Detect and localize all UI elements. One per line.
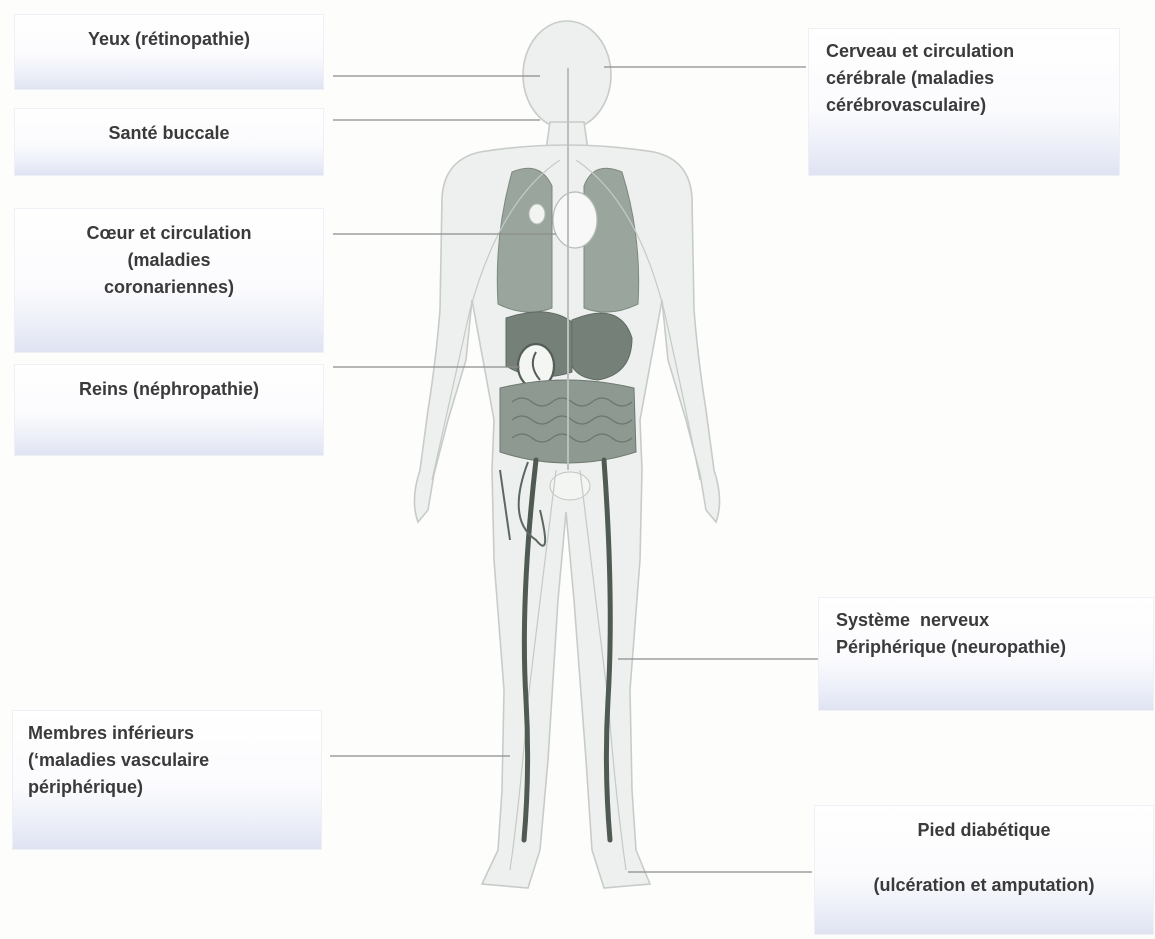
label-coeur-line1: Cœur et circulation	[14, 220, 324, 247]
label-cerveau: Cerveau et circulation cérébrale (maladi…	[808, 28, 1120, 176]
label-sante-buccale: Santé buccale	[14, 108, 324, 176]
label-reins-line1: Reins (néphropathie)	[14, 376, 324, 403]
label-cerveau-line3: cérébrovasculaire)	[826, 92, 1120, 119]
label-pied-line2: (ulcération et amputation)	[814, 872, 1154, 899]
label-cerveau-line2: cérébrale (maladies	[826, 65, 1120, 92]
label-systeme-nerveux: Système nerveux Périphérique (neuropathi…	[818, 597, 1154, 711]
label-coeur-line3: coronariennes)	[14, 274, 324, 301]
label-coeur: Cœur et circulation (maladies coronarien…	[14, 208, 324, 353]
label-coeur-line2: (maladies	[14, 247, 324, 274]
label-reins: Reins (néphropathie)	[14, 364, 324, 456]
bladder	[550, 472, 590, 500]
label-sante-buccale-line1: Santé buccale	[14, 120, 324, 147]
label-pied-line1: Pied diabétique	[814, 817, 1154, 844]
label-membres-line1: Membres inférieurs	[28, 720, 322, 747]
label-cerveau-line1: Cerveau et circulation	[826, 38, 1120, 65]
label-pied-diabetique: Pied diabétique (ulcération et amputatio…	[814, 805, 1154, 935]
label-membres-line3: périphérique)	[28, 774, 322, 801]
label-yeux-line1: Yeux (rétinopathie)	[14, 26, 324, 53]
label-membres-inferieurs: Membres inférieurs (‘maladies vasculaire…	[12, 710, 322, 850]
label-yeux: Yeux (rétinopathie)	[14, 14, 324, 90]
label-systeme-nerveux-line1: Système nerveux	[836, 607, 1154, 634]
label-membres-line2: (‘maladies vasculaire	[28, 747, 322, 774]
label-systeme-nerveux-line2: Périphérique (neuropathie)	[836, 634, 1154, 661]
